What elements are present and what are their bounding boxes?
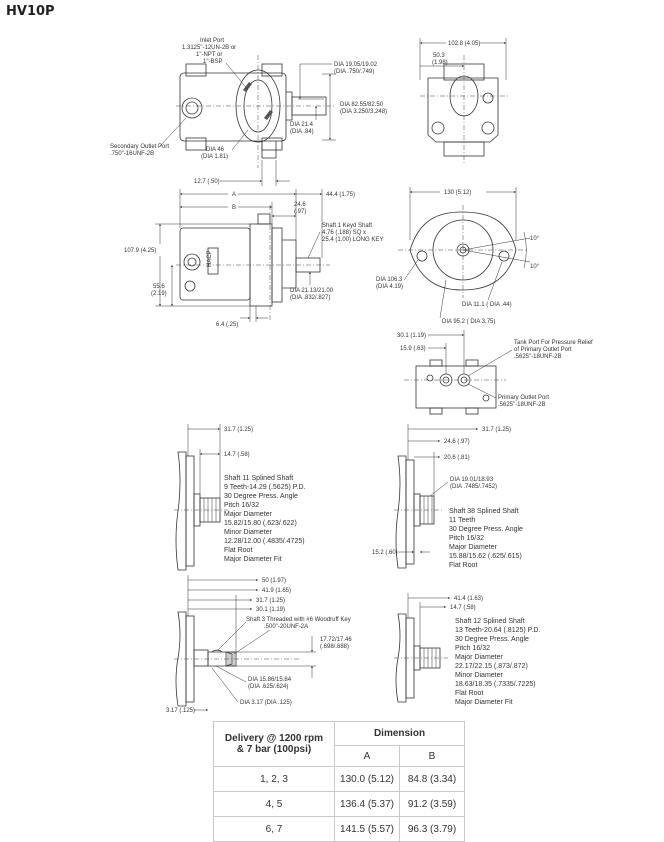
brand-mark: HACP	[207, 250, 213, 267]
angle-label-lower: 10°	[530, 264, 540, 270]
dim-50-3: 50.3 (1.98)	[432, 53, 448, 66]
dim-dia-95-2: DIA 95.2 ( DIA 3.75)	[442, 319, 495, 325]
dim-b-cell: 91.2 (3.59)	[399, 791, 465, 817]
dim-6-4: 6.4 (.25)	[216, 322, 238, 328]
shaft38-view	[394, 455, 442, 569]
dim-15-2: 15.2 (.60)	[372, 550, 398, 556]
dim-30-1-s3: 30.1 (1.19)	[256, 607, 285, 613]
col-a-header: A	[334, 745, 400, 767]
page-title: HV10P	[6, 4, 55, 19]
dim-height-107-9: 107.9 (4.25)	[124, 248, 156, 254]
dim-dia-106-3: DIA 106.3 (DIA 4.19)	[376, 277, 404, 290]
col-b-header: B	[399, 745, 465, 767]
dim-12-7: 12.7 (.50)	[194, 179, 220, 185]
dim-41-4-s12: 41.4 (1.63)	[454, 596, 483, 602]
dim-a-cell: 130.0 (5.12)	[334, 766, 400, 792]
angle-label-upper: 10°	[530, 236, 540, 242]
table-row: 1, 2, 3 130.0 (5.12) 84.8 (3.34)	[213, 766, 465, 792]
side-view	[176, 205, 330, 320]
dim-31-7-s3: 31.7 (1.25)	[256, 598, 285, 604]
dim-102-8: 102.8 (4.05)	[448, 41, 480, 47]
dim-30-1-port: 30.1 (1.19)	[397, 333, 426, 339]
inlet-port-label: Inlet Port 1.3125"-12UN-2B or 1"-NPT or …	[182, 38, 238, 65]
dim-dia-21-4: DIA 21.4 (DIA .84)	[290, 122, 315, 135]
dim-b-cell: 96.3 (3.79)	[399, 816, 465, 842]
flange-view	[398, 205, 531, 298]
dim-dia-3-17: DIA 3.17 (DIA .125)	[240, 700, 292, 706]
tank-port-label: Tank Port For Pressure Relief of Primary…	[514, 340, 594, 360]
delivery-cell: 1, 2, 3	[213, 766, 335, 792]
dim-dia-pilot: DIA 82.55/82.50 (DIA 3.250/3.248)	[340, 102, 387, 115]
dim-dia-shaft-top: DIA 19.05/19.02 (DIA .750/.749)	[334, 62, 379, 75]
dim-3-17-s3: 3.17 (.125)	[166, 708, 195, 714]
dim-31-7-s38: 31.7 (1.25)	[482, 427, 511, 433]
delivery-header: Delivery @ 1200 rpm & 7 bar (100psi)	[213, 721, 335, 767]
dim-14-7-s12: 14.7 (.58)	[450, 605, 476, 611]
shaft12-spec: Shaft 12 Splined Shaft 13 Teeth-20.64 (.…	[455, 618, 542, 706]
delivery-cell: 4, 5	[213, 791, 335, 817]
dim-dia-11-1: DIA 11.1 ( DIA .44)	[462, 302, 512, 308]
secondary-outlet-label: Secondary Outlet Port .750"-16UNF-2B	[110, 144, 171, 157]
dimension-header: Dimension	[334, 720, 465, 747]
shaft-key-note: Shaft 1 Keyd Shaft 4.76 (.188) SQ x 25.4…	[322, 223, 383, 243]
dim-dia-21-13: DIA 21.13/21.00 (DIA .832/.827)	[290, 288, 335, 301]
dim-24-6-s38: 24.6 (.97)	[444, 439, 470, 445]
dim-41-9-s3: 41.9 (1.65)	[262, 588, 291, 594]
shaft3-view	[174, 611, 300, 707]
table-row: 6, 7 141.5 (5.57) 96.3 (3.79)	[213, 816, 465, 842]
dim-15-9: 15.9 (.63)	[400, 346, 426, 352]
shaft12-view	[394, 613, 448, 703]
shaft11-spec: Shaft 11 Splined Shaft 9 Teeth-14.29 (.5…	[224, 475, 307, 563]
dimension-table: Delivery @ 1200 rpm & 7 bar (100psi) Dim…	[213, 720, 465, 842]
dim-a-cell: 141.5 (5.57)	[334, 816, 400, 842]
primary-outlet-label: Primary Outlet Port .5625"-18UNF-2B	[498, 395, 551, 408]
dim-dia-15-86: DIA 15.86/15.84 (DIA .625/.624)	[248, 677, 293, 690]
shaft11-view	[174, 451, 228, 571]
dim-b-label: B	[232, 205, 236, 211]
shaft3-note: Shaft 3 Threaded with #6 Woodruff Key .5…	[246, 617, 352, 630]
table-row: 4, 5 136.4 (5.37) 91.2 (3.59)	[213, 791, 465, 817]
top-view	[176, 55, 336, 168]
dim-a-cell: 136.4 (5.37)	[334, 791, 400, 817]
delivery-cell: 6, 7	[213, 816, 335, 842]
dim-b-cell: 84.8 (3.34)	[399, 766, 465, 792]
dim-24-6-side: 24.6 (.97)	[294, 202, 307, 215]
dim-130: 130 (5.12)	[444, 190, 471, 196]
end-view-top	[420, 55, 508, 165]
dim-dia-19-01: DIA 19.01/18.93 (DIA .7485/.7452)	[450, 477, 497, 490]
dim-44-4: 44.4 (1.75)	[326, 192, 355, 198]
dim-14-7-s11: 14.7 (.58)	[224, 452, 250, 458]
port-view	[404, 359, 506, 415]
dim-17-72: 17.72/17.46 (.698/.688)	[320, 637, 353, 650]
dim-50-s3: 50 (1.97)	[262, 578, 286, 584]
dim-a-label: A	[232, 192, 236, 198]
shaft38-spec: Shaft 38 Splined Shaft 11 Teeth 30 Degre…	[449, 508, 525, 569]
dim-55-6: 55.6 (2.19)	[151, 284, 167, 297]
dim-31-7-s11: 31.7 (1.25)	[224, 427, 253, 433]
dim-dia-46: DIA 46 (DIA 1.81)	[201, 147, 228, 160]
dim-20-6-s38: 20.6 (.81)	[444, 455, 470, 461]
